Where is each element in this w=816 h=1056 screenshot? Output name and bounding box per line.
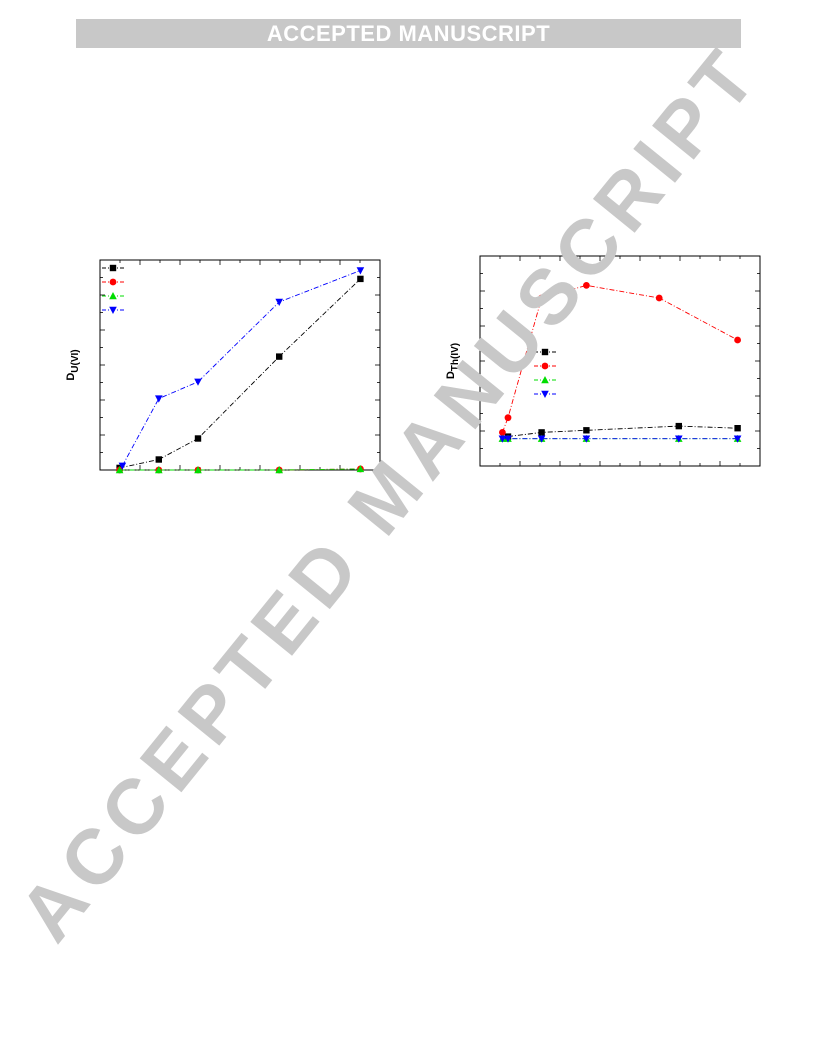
data-point <box>583 282 590 289</box>
data-point <box>357 275 364 283</box>
series-2 <box>499 282 741 436</box>
data-point <box>538 294 545 302</box>
y-axis-label-main: D <box>445 371 457 379</box>
data-point <box>583 427 590 434</box>
y-axis-label-sub: Th(IV) <box>450 343 461 371</box>
data-point <box>275 298 283 306</box>
data-point <box>155 395 163 403</box>
data-point <box>675 435 683 443</box>
legend-marker <box>541 348 549 356</box>
data-point <box>675 422 682 430</box>
legend-marker <box>109 292 117 300</box>
legend-marker <box>541 362 549 370</box>
data-point <box>655 294 663 302</box>
legend <box>534 348 556 398</box>
series-1 <box>116 275 364 472</box>
series-line <box>119 278 361 469</box>
data-point <box>504 414 512 422</box>
data-point <box>504 435 512 443</box>
chart-dth-iv: DTh(IV) <box>445 255 761 467</box>
y-axis-label-sub: U(VI) <box>70 349 81 372</box>
series-4 <box>118 267 365 470</box>
data-point <box>194 378 202 386</box>
legend-marker <box>109 306 117 314</box>
legend-marker <box>541 376 549 384</box>
data-point <box>194 466 202 474</box>
axis-ticks <box>99 259 381 471</box>
chart-du-vi: DU(VI) <box>65 259 381 474</box>
watermark-text: ACCEPTED MANUSCRIPT <box>2 29 777 957</box>
legend-marker <box>109 264 117 272</box>
data-point <box>118 462 127 470</box>
series-3 <box>115 464 365 474</box>
data-point <box>582 435 591 443</box>
y-axis-label: DTh(IV) <box>445 343 461 379</box>
accepted-manuscript-banner: ACCEPTED MANUSCRIPT <box>76 19 741 48</box>
data-point <box>155 456 162 463</box>
data-point <box>356 267 365 275</box>
data-point <box>275 466 283 474</box>
data-point <box>498 435 507 443</box>
data-point <box>276 353 283 360</box>
data-point <box>537 435 546 443</box>
data-point <box>155 466 163 474</box>
legend-marker <box>541 390 549 398</box>
data-point <box>194 435 202 442</box>
data-point <box>734 425 741 432</box>
data-point <box>538 429 545 436</box>
data-point <box>734 336 741 344</box>
data-point <box>356 464 365 473</box>
series-line <box>501 284 738 433</box>
series-line <box>122 270 361 467</box>
legend-marker <box>109 278 117 286</box>
series-4 <box>498 435 742 443</box>
y-axis-label: DU(VI) <box>65 349 81 380</box>
y-axis-label-main: D <box>65 373 77 381</box>
axis-ticks <box>479 255 761 467</box>
plot-frame <box>99 259 381 471</box>
legend <box>102 264 124 314</box>
data-point <box>733 435 742 443</box>
series-line <box>507 425 738 438</box>
data-point <box>499 429 506 436</box>
data-point <box>115 466 124 474</box>
